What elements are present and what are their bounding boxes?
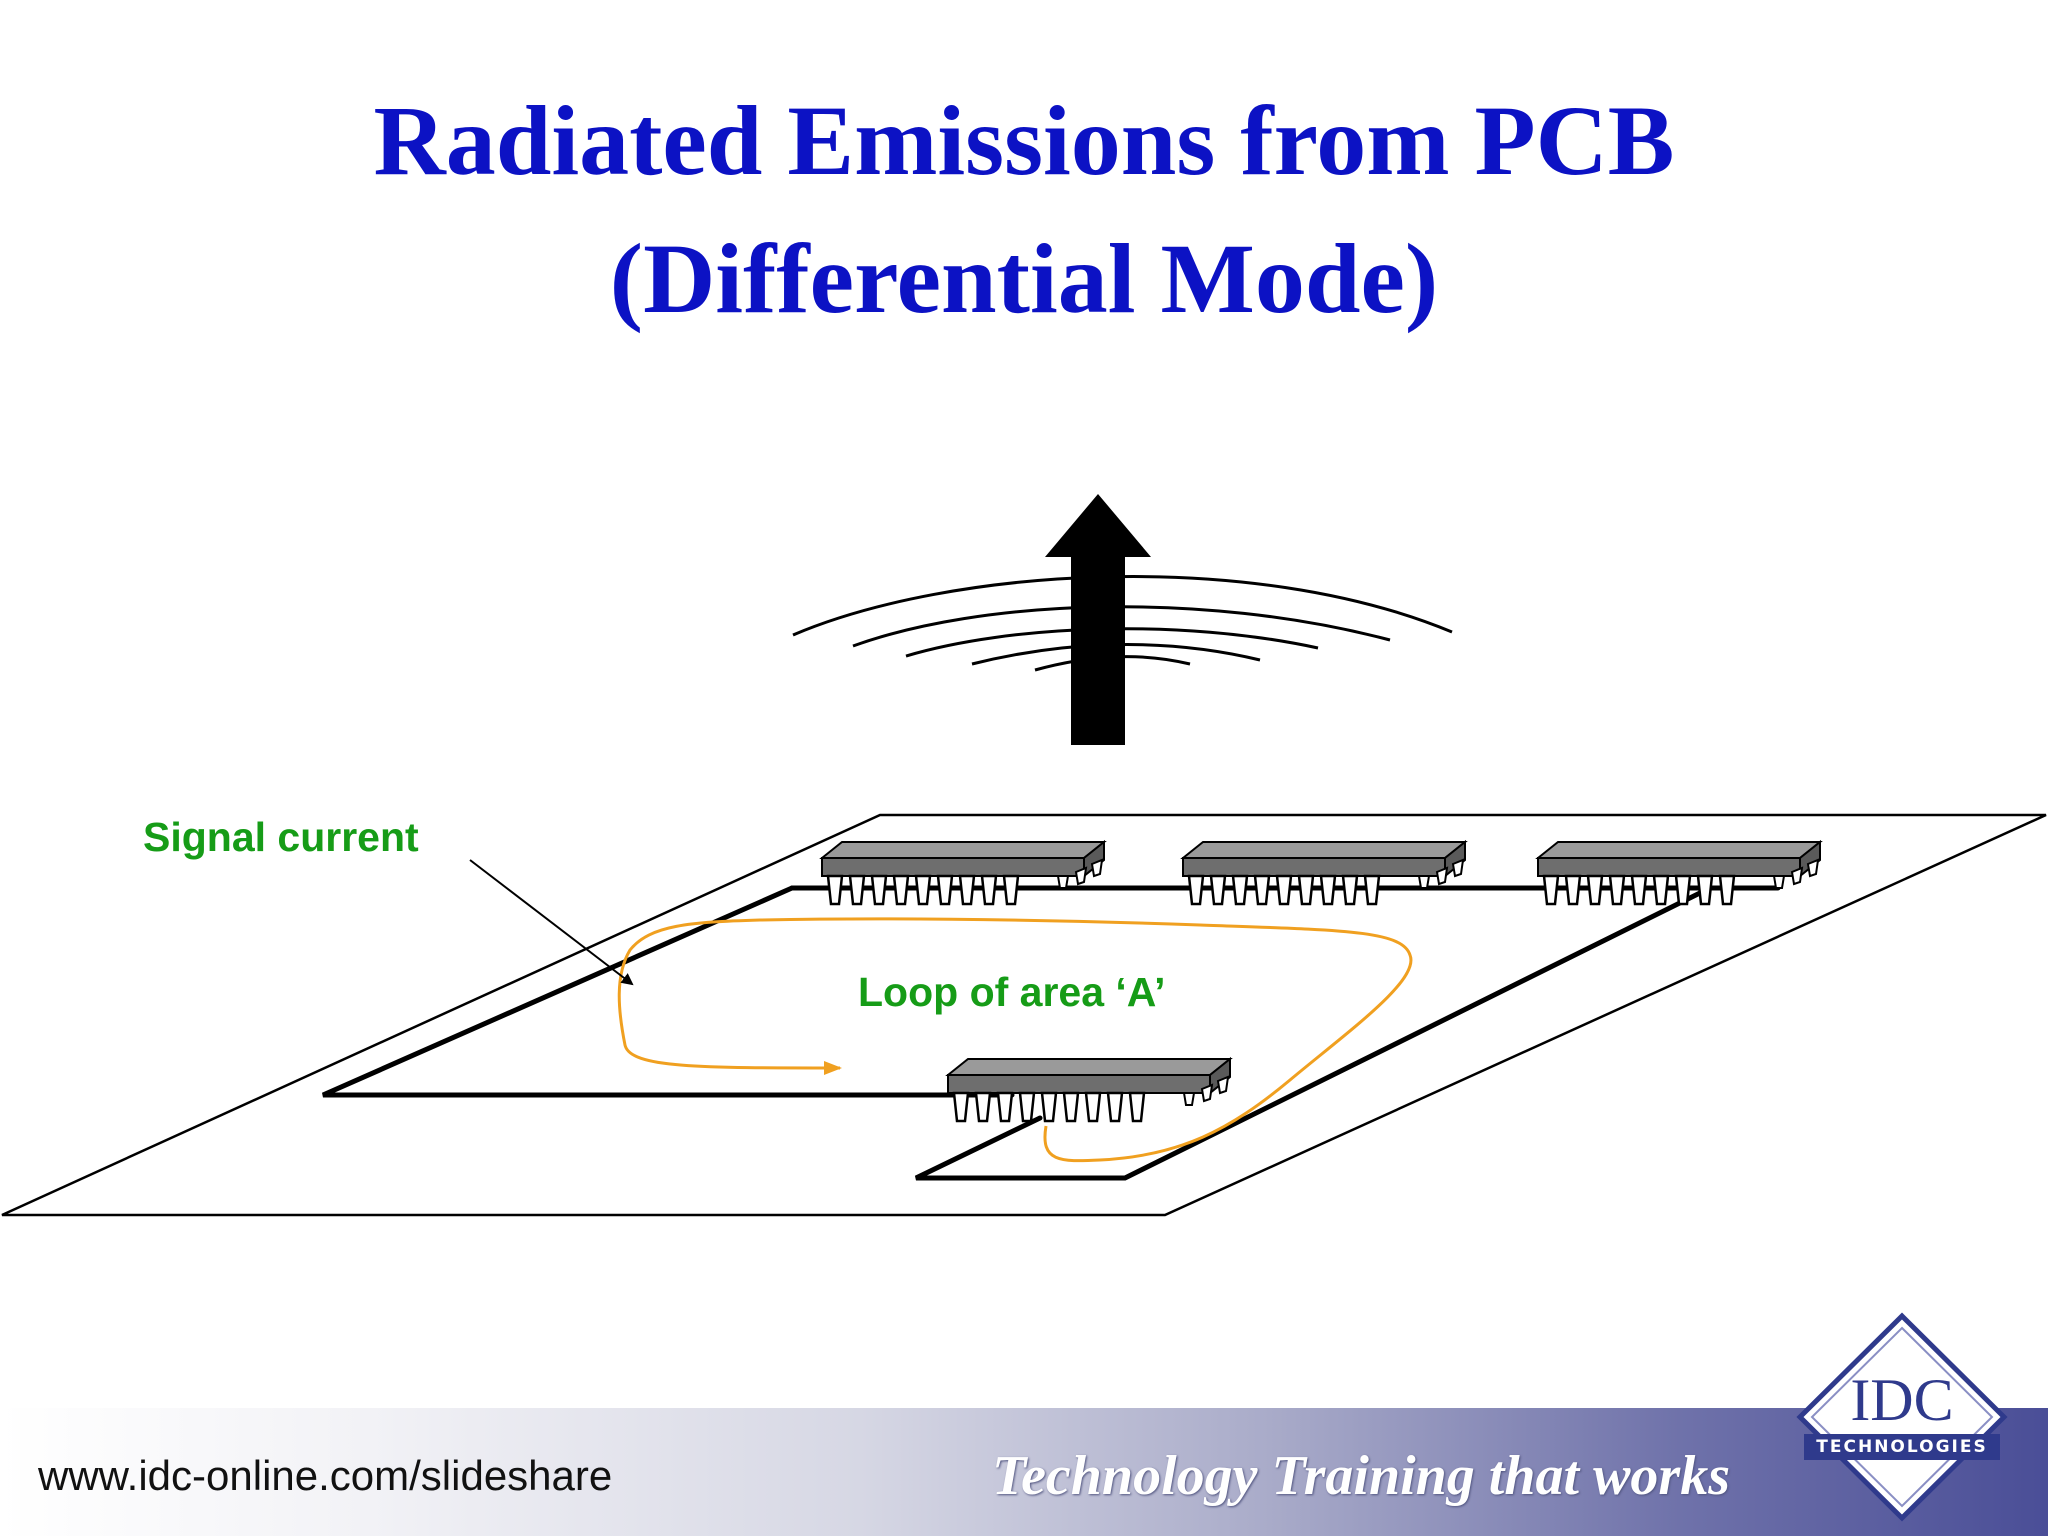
signal-current-pointer (469, 859, 634, 986)
footer-tagline: Technology Training that works (992, 1445, 1731, 1507)
pcb-board (1, 813, 2047, 1217)
radiation-arrow-icon (1045, 494, 1151, 745)
title-line-2: (Differential Mode) (609, 223, 1439, 334)
slide-title: Radiated Emissions from PCB (Differentia… (0, 72, 2048, 348)
loop-area-label: Loop of area ‘A’ (858, 969, 1166, 1015)
footer-url: www.idc-online.com/slideshare (38, 1452, 613, 1499)
footer-band (0, 1408, 2048, 1536)
title-line-1: Radiated Emissions from PCB (373, 85, 1675, 196)
idc-logo: IDC TECHNOLOGIES (1796, 1312, 2008, 1522)
signal-current-label: Signal current (143, 814, 419, 860)
logo-name: IDC (1850, 1367, 1954, 1433)
current-loop (617, 917, 1413, 1163)
logo-diamond-icon (1796, 1312, 2008, 1522)
logo-subtitle: TECHNOLOGIES (1816, 1437, 1988, 1457)
